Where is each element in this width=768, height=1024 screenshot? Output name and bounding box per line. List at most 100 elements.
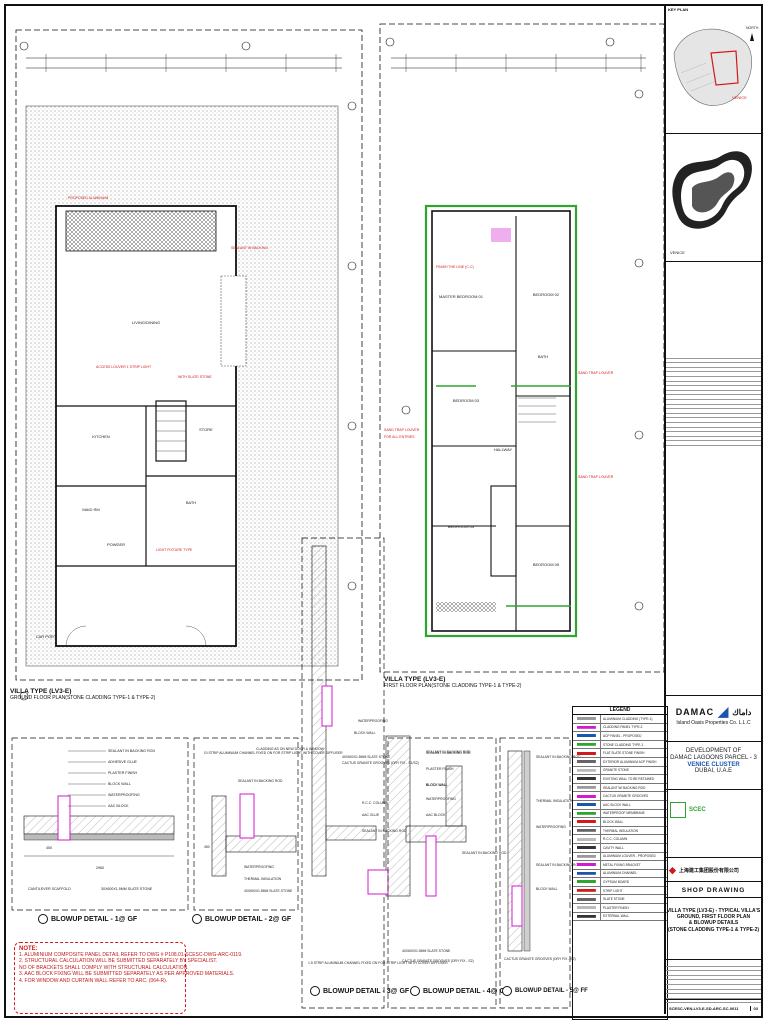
blowup-2-title: BLOWUP DETAIL - 2@ GF xyxy=(192,914,291,924)
detail-marker-icon xyxy=(38,914,48,924)
room-label: BATH xyxy=(186,500,196,505)
svg-text:FINISH THE LINE (C-C): FINISH THE LINE (C-C) xyxy=(436,265,474,269)
legend-swatch xyxy=(573,895,601,904)
general-notes: NOTE: 1. ALUMINIUM COMPOSITE PANEL DETAI… xyxy=(14,942,242,1014)
legend-swatch xyxy=(573,766,601,775)
contractor-logo-icon: ◆ xyxy=(669,865,676,875)
callout: BLOCK WALL xyxy=(426,783,448,787)
cluster-name: VENICE CLUSTER xyxy=(687,762,740,768)
key-plan-project: VENICE xyxy=(732,95,747,100)
callout: CANTILEVER SCAFFOLD xyxy=(28,887,71,891)
drawing-title-line: GROUND, FIRST FLOOR PLAN xyxy=(676,914,751,921)
callout: SEALANT IN BACKING ROD xyxy=(362,829,407,833)
legend-row: AAC BLOCK WALL xyxy=(573,800,667,810)
svg-text:SAND TRAP LOUVER: SAND TRAP LOUVER xyxy=(578,475,614,479)
callout: PLASTER FINISH xyxy=(108,771,138,775)
svg-text:PROPOSED ALUMINIUM: PROPOSED ALUMINIUM xyxy=(68,196,108,200)
callout: THERMAL INSULATION xyxy=(244,877,282,881)
dimension: 2960 xyxy=(96,866,104,870)
key-plan-panel: KEY PLAN VENICE NORTH xyxy=(666,6,761,134)
blowup-1-title: BLOWUP DETAIL - 1@ GF xyxy=(38,914,137,924)
legend-row: SLATE STONE xyxy=(573,895,667,905)
legend-label: R.C.C. COLUMN xyxy=(603,837,628,842)
room-label: KITCHEN xyxy=(92,434,110,439)
callout: BLOCK WALL xyxy=(426,783,448,787)
detail-marker-icon xyxy=(502,986,512,996)
callout: WATERPROOFING xyxy=(108,793,140,797)
legend-label: WATERPROOF MEMBRANE xyxy=(603,811,645,816)
room-label: BEDROOM 05 xyxy=(533,562,560,567)
legend-swatch xyxy=(573,878,601,886)
callout: WATERPROOFING xyxy=(536,825,566,829)
legend-row: EXISTING WALL TO BE RETAINED xyxy=(573,775,667,784)
legend-label: SEALANT W/ BACKING ROD xyxy=(603,785,646,790)
svg-text:SAND TRAP LOUVER: SAND TRAP LOUVER xyxy=(384,428,420,432)
legend-table: LEGEND ALUMINIUM CLADDING (TYPE-1) CLADDI… xyxy=(572,706,668,1020)
callout: ADHESIVE GLUE xyxy=(108,760,138,764)
legend-label: ACP PANEL - PROPOSED xyxy=(603,733,642,738)
legend-label: GYPSUM BOARD xyxy=(603,880,630,885)
dimension: 450 xyxy=(46,846,52,850)
legend-swatch xyxy=(573,912,601,921)
blowup-detail-2: GI STRIP ALUMINIUM CHANNEL FIXED ON FOR … xyxy=(193,737,343,911)
first-plan-title: VILLA TYPE (LV3-E) FIRST FLOOR PLAN(STON… xyxy=(384,676,521,689)
drawing-area: PROPOSED ALUMINIUM SEALANT IN BACKING AC… xyxy=(6,6,668,1020)
notes-heading: NOTE: xyxy=(19,946,38,952)
room-label: BEDROOM 02 xyxy=(533,292,560,297)
legend-row: CLADDING PANEL TYPE-2 xyxy=(573,723,667,733)
plan-subtitle: FIRST FLOOR PLAN(STONE CLADDING TYPE-1 &… xyxy=(384,683,522,689)
legend-label: AAC BLOCK WALL xyxy=(603,802,631,807)
callout: AAC BLOCK xyxy=(426,813,446,817)
client-panel: DAMAC ◢ داماك Island Oasis Properties Co… xyxy=(666,698,761,742)
legend-swatch xyxy=(573,783,601,792)
legend-label: FLAT SLATE STONE FINISH xyxy=(603,751,645,756)
note-line: 3. AAC BLOCK FIXING WILL BE SUBMITTED SE… xyxy=(19,971,235,978)
callout: CACTUS GRANITE GROOVES (DRY FIX - S2) xyxy=(402,959,474,963)
callout: WATERPROOFING xyxy=(244,865,274,869)
legend-label: CAVITY WALL xyxy=(603,845,624,850)
key-plan-map: VENICE NORTH xyxy=(673,26,759,106)
plan-title: VILLA TYPE (LV3-E) xyxy=(384,676,446,683)
svg-text:WITH SLATE STONE: WITH SLATE STONE xyxy=(178,375,212,379)
dimension: 450 xyxy=(204,845,210,849)
legend-row: THERMAL INSULATION xyxy=(573,826,667,836)
legend-row: R.C.C. COLUMN xyxy=(573,835,667,844)
client-name: Island Oasis Properties Co. L.L.C xyxy=(676,720,751,726)
drawing-stage: SHOP DRAWING xyxy=(681,887,746,894)
legend-row: STRIP LIGHT xyxy=(573,886,667,896)
legend-swatch xyxy=(573,775,601,783)
legend-row: CACTUS GRANITE GROOVES xyxy=(573,792,667,801)
callout: AAC BLOCK xyxy=(108,804,129,808)
legend-label: EXTERNAL WALL xyxy=(603,914,630,919)
svg-text:LIGHT FIXTURE TYPE: LIGHT FIXTURE TYPE xyxy=(156,548,193,552)
callout: WATERPROOFING xyxy=(358,719,388,723)
note-line: 4. FOR WINDOW AND CURTAIN WALL REFER TO … xyxy=(19,977,168,984)
callout: WATERPROOFING xyxy=(426,797,456,801)
legend-row: SEALANT W/ BACKING ROD xyxy=(573,783,667,793)
room-label: CAR PORT xyxy=(36,634,57,639)
callout: 40X600X1.5MM SLATE STONE xyxy=(342,755,391,759)
title-block: KEY PLAN VENICE NORTH VENICE DAMAC ◢ xyxy=(664,6,761,1014)
meta-panel xyxy=(666,962,761,1004)
blowup-detail-5: SEALANT IN BACKING ROD THERMAL INSULATIO… xyxy=(499,737,581,1009)
callout: 40X600X1.5MM SLATE STONE xyxy=(244,889,293,893)
project-panel: DEVELOPMENT OF DAMAC LAGOONS PARCEL - 3 … xyxy=(666,744,761,790)
blowup-detail-3: WATERPROOFING BLOCK WALL 40X600X1.5MM SL… xyxy=(301,537,471,1009)
legend-label: GRANITE STONE xyxy=(603,768,629,773)
project-location: DUBAI, U.A.E xyxy=(694,768,733,774)
drawing-sheet xyxy=(4,4,763,1018)
svg-text:SAND TRAP LOUVER: SAND TRAP LOUVER xyxy=(578,371,614,375)
room-label: STORE xyxy=(199,427,213,432)
blowup-5-title: BLOWUP DETAIL - 5@ FF xyxy=(502,986,588,996)
legend-label: ALUMINIUM LOUVER - PROPOSED xyxy=(603,854,656,859)
consultant-panel: SCEC xyxy=(666,792,761,858)
room-label: MAID RM xyxy=(82,507,99,512)
legend-title: LEGEND xyxy=(573,707,667,715)
callout: SEALANT IN BACKING ROD xyxy=(426,751,471,755)
drawing-title-panel: VILLA TYPE (LV3-E) - TYPICAL VILLA'S GRO… xyxy=(666,900,761,960)
legend-label: ALUMINIUM CLADDING (TYPE-1) xyxy=(603,716,653,721)
stage-panel: SHOP DRAWING xyxy=(666,884,761,898)
legend-label: CLADDING PANEL TYPE-2 xyxy=(603,725,643,730)
callout: SEALANT IN BACKING ROD xyxy=(536,755,581,759)
legend-swatch xyxy=(573,732,601,740)
